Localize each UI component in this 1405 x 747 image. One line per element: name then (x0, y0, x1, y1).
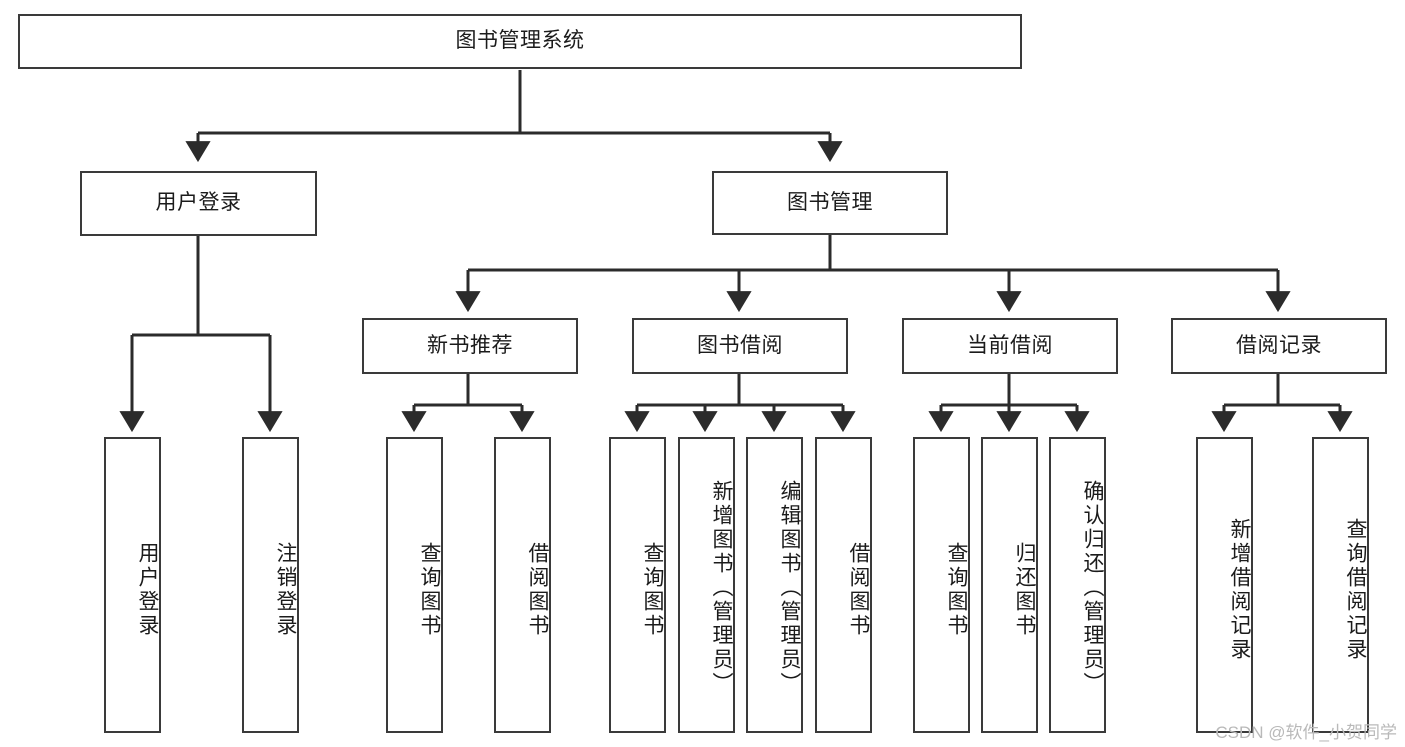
leaf-borrow-record-query-label: 查询借阅记录 (1344, 518, 1367, 662)
node-current-borrow-label: 当前借阅 (967, 333, 1053, 357)
leaf-book-borrow-add-label: 新增图书（管理员） (710, 480, 733, 696)
node-root-system[interactable]: 图书管理系统 (18, 14, 1022, 69)
node-book-borrow-label: 图书借阅 (697, 333, 783, 357)
leaf-current-borrow-confirm-label: 确认归还（管理员） (1081, 480, 1104, 696)
leaf-current-borrow-confirm[interactable]: 确认归还（管理员） (1049, 437, 1106, 733)
node-root-system-label: 图书管理系统 (455, 29, 585, 53)
leaf-current-borrow-return-label: 归还图书 (1013, 542, 1036, 638)
node-user-login[interactable]: 用户登录 (80, 171, 317, 236)
node-current-borrow[interactable]: 当前借阅 (902, 318, 1118, 374)
leaf-book-borrow-query-label: 查询图书 (641, 542, 664, 638)
leaf-user-login-login[interactable]: 用户登录 (104, 437, 161, 733)
leaf-user-login-logout-label: 注销登录 (274, 542, 297, 638)
leaf-book-borrow-add[interactable]: 新增图书（管理员） (678, 437, 735, 733)
node-new-book-recommend-label: 新书推荐 (427, 333, 513, 357)
leaf-new-book-borrow-label: 借阅图书 (526, 542, 549, 638)
leaf-book-borrow-borrow-label: 借阅图书 (847, 542, 870, 638)
leaf-borrow-record-add[interactable]: 新增借阅记录 (1196, 437, 1253, 733)
leaf-current-borrow-query-label: 查询图书 (945, 542, 968, 638)
leaf-new-book-query-label: 查询图书 (418, 542, 441, 638)
leaf-book-borrow-borrow[interactable]: 借阅图书 (815, 437, 872, 733)
node-user-login-label: 用户登录 (155, 191, 242, 215)
leaf-user-login-login-label: 用户登录 (136, 542, 159, 638)
node-book-borrow[interactable]: 图书借阅 (632, 318, 848, 374)
leaf-current-borrow-return[interactable]: 归还图书 (981, 437, 1038, 733)
leaf-borrow-record-query[interactable]: 查询借阅记录 (1312, 437, 1369, 733)
leaf-book-borrow-edit[interactable]: 编辑图书（管理员） (746, 437, 803, 733)
leaf-current-borrow-query[interactable]: 查询图书 (913, 437, 970, 733)
leaf-new-book-query[interactable]: 查询图书 (386, 437, 443, 733)
node-borrow-record[interactable]: 借阅记录 (1171, 318, 1387, 374)
node-new-book-recommend[interactable]: 新书推荐 (362, 318, 578, 374)
node-borrow-record-label: 借阅记录 (1236, 333, 1322, 357)
leaf-borrow-record-add-label: 新增借阅记录 (1228, 518, 1251, 662)
leaf-book-borrow-edit-label: 编辑图书（管理员） (778, 480, 801, 696)
node-book-management[interactable]: 图书管理 (712, 171, 948, 235)
node-book-management-label: 图书管理 (787, 190, 873, 214)
leaf-book-borrow-query[interactable]: 查询图书 (609, 437, 666, 733)
leaf-new-book-borrow[interactable]: 借阅图书 (494, 437, 551, 733)
leaf-user-login-logout[interactable]: 注销登录 (242, 437, 299, 733)
